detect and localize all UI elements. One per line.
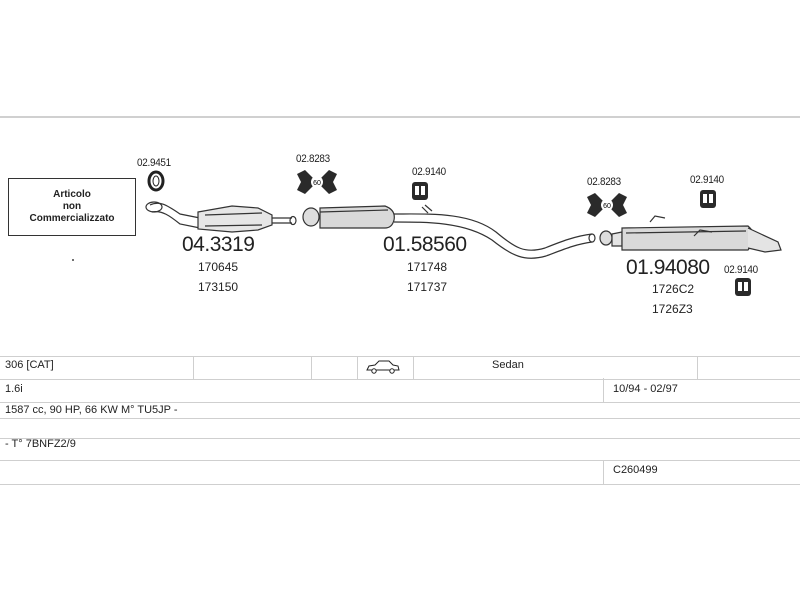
clamp-ring-icon (147, 170, 165, 192)
tail-pipe (747, 227, 782, 253)
reference-cell: C260499 (613, 464, 658, 476)
part-label-hanger-2[interactable]: 02.9140 (690, 174, 724, 186)
part-alt-rear-2: 1726Z3 (652, 302, 693, 316)
table-row: 1587 cc, 90 HP, 66 KW M° TU5JP - (0, 402, 800, 419)
not-marketed-notice: Articolo non Commercializzato (8, 178, 136, 236)
front-pipe-lower (151, 211, 201, 229)
front-flange (145, 201, 163, 213)
front-pipe (149, 202, 201, 219)
svg-text:60: 60 (313, 180, 321, 187)
part-label-middle-silencer[interactable]: 01.58560 (383, 233, 467, 256)
table-row: 1.6i 10/94 - 02/97 (0, 378, 800, 403)
part-alt-catalyst-2: 173150 (198, 280, 239, 294)
part-label-gasket-1[interactable]: 02.8283 (296, 153, 330, 165)
type-code-cell: - T° 7BNFZ2/9 (5, 438, 76, 450)
table-row: C260499 (0, 460, 800, 485)
rear-silencer (621, 225, 755, 251)
table-row: 306 [CAT] Sedan (0, 356, 800, 380)
part-alt-catalyst-1: 170645 (198, 260, 239, 274)
rubber-hanger-icon (700, 190, 716, 208)
top-border (0, 116, 800, 118)
model-cell: 306 [CAT] (5, 359, 54, 371)
specs-cell: 1587 cc, 90 HP, 66 KW M° TU5JP - (5, 404, 178, 416)
table-row: - T° 7BNFZ2/9 (0, 438, 800, 461)
sedan-car-icon (366, 360, 400, 377)
part-alt-middle-2: 171737 (407, 280, 448, 294)
body-type-cell: Sedan (492, 359, 524, 371)
svg-text:60: 60 (603, 203, 611, 210)
table-row (0, 418, 800, 439)
part-label-catalyst[interactable]: 04.3319 (182, 233, 255, 256)
rubber-hanger-icon (412, 182, 428, 200)
notice-line-2: non (62, 201, 82, 212)
notice-line-1: Articolo (53, 189, 91, 200)
part-label-gasket-2[interactable]: 02.8283 (587, 176, 621, 188)
catalyst-body (197, 205, 273, 233)
part-alt-rear-1: 1726C2 (652, 282, 695, 296)
part-label-hanger-3[interactable]: 02.9140 (724, 264, 758, 276)
flange-gasket-icon: 60 (297, 170, 337, 194)
part-label-clamp[interactable]: 02.9451 (137, 157, 171, 169)
middle-pipe (393, 213, 593, 251)
flange-gasket-icon: 60 (587, 193, 627, 217)
part-label-hanger-1[interactable]: 02.9140 (412, 166, 446, 178)
notice-line-3: Commercializzato (29, 213, 115, 224)
rubber-hanger-icon (735, 278, 751, 296)
years-cell: 10/94 - 02/97 (613, 383, 678, 395)
part-alt-middle-1: 171748 (407, 260, 448, 274)
rear-inlet (611, 231, 623, 247)
middle-silencer (319, 205, 395, 229)
part-label-rear-silencer[interactable]: 01.94080 (626, 256, 710, 279)
engine-cell: 1.6i (5, 383, 23, 395)
